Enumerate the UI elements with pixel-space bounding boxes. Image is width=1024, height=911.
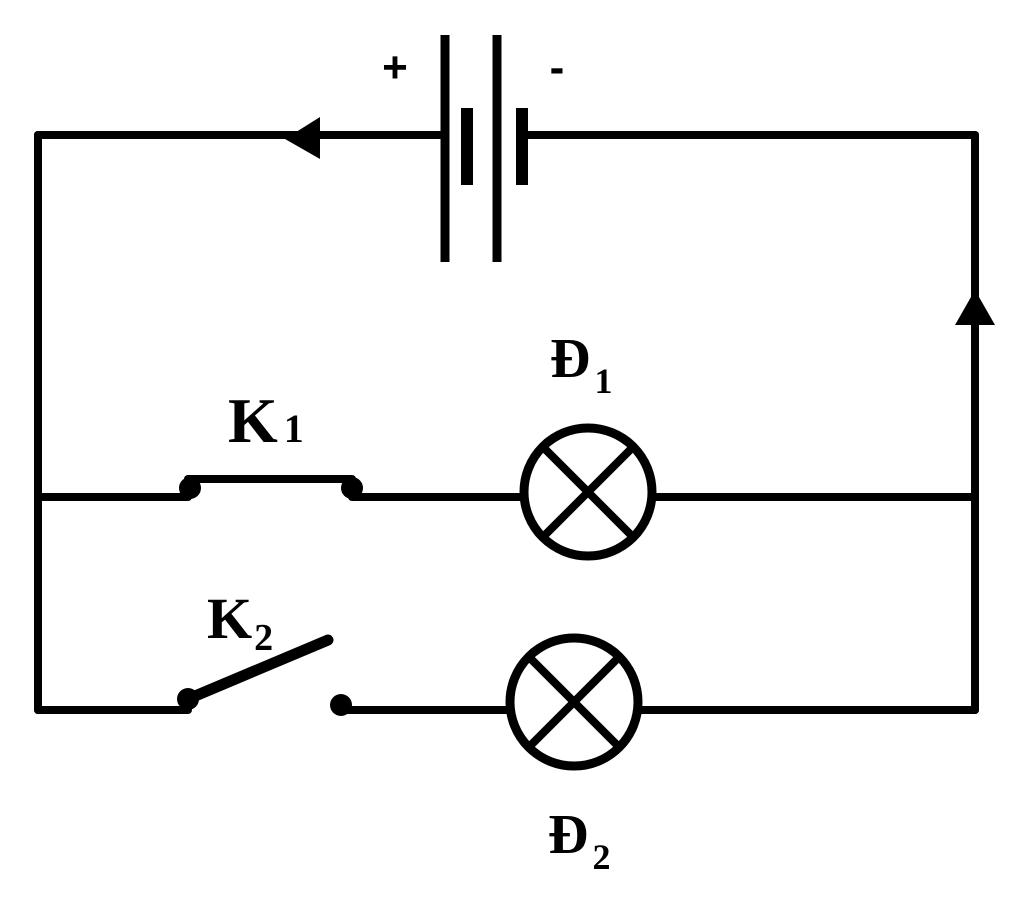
battery-plus-sign: +	[382, 43, 408, 92]
d2-index: 2	[592, 837, 610, 877]
k2-letter: K	[207, 586, 252, 651]
lamp-d2	[505, 633, 643, 771]
k1-index: 1	[284, 406, 304, 451]
d1-letter: Đ	[550, 328, 590, 390]
k2-label: K2	[207, 586, 273, 659]
lamp-d1-cross-b	[542, 446, 634, 538]
k2-blade	[182, 634, 334, 705]
battery-minus-sign: -	[550, 43, 565, 92]
k2-index: 2	[254, 617, 273, 659]
lamp-d1	[519, 423, 657, 561]
battery	[440, 35, 528, 262]
current-arrow-top	[285, 117, 320, 159]
d1-index: 1	[594, 361, 612, 401]
lamp-d2-cross-b	[528, 656, 620, 748]
k1-letter: K	[228, 385, 278, 456]
d2-letter: Đ	[548, 804, 588, 866]
current-arrow-right	[955, 290, 995, 325]
